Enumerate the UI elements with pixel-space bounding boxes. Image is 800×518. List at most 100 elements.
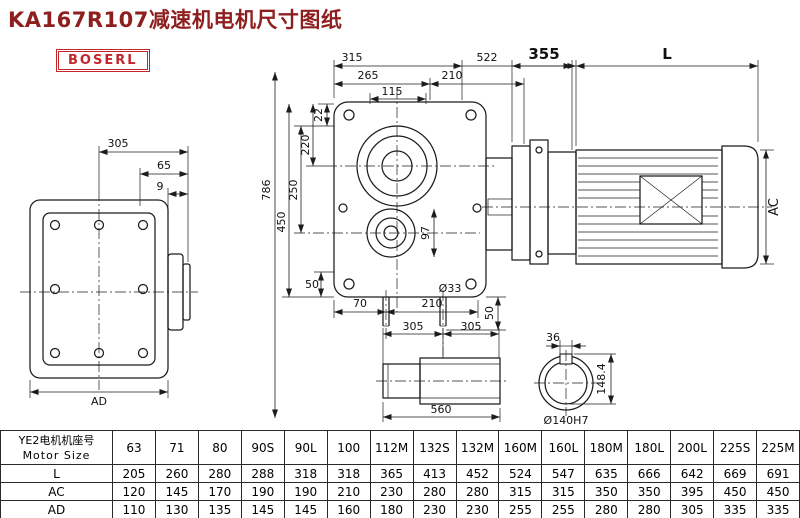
dimension-value-cell: 452 (455, 464, 500, 483)
dimension-value-cell: 255 (498, 500, 543, 518)
dim-motor-length-L: L (662, 45, 672, 63)
dimension-value-cell: 190 (240, 482, 285, 501)
dim-9: 9 (157, 180, 164, 193)
dimension-value-cell: 666 (627, 464, 672, 483)
dim-148-4: 148.4 (595, 363, 608, 395)
dimension-value-cell: 190 (283, 482, 328, 501)
dimension-value-cell: 395 (670, 482, 715, 501)
dim-bore-140H7: Ø140H7 (544, 414, 589, 427)
dimension-value-cell: 230 (369, 482, 414, 501)
dimension-row-label: AD (0, 500, 113, 518)
frame-size-column-header: 132M (455, 430, 500, 465)
frame-size-column-header: 90L (283, 430, 328, 465)
dim-motor-diameter-AC: AC (767, 198, 782, 216)
dim-250: 250 (287, 180, 300, 201)
motor-size-header-en: Motor Size (22, 448, 91, 462)
dim-210-top: 210 (442, 69, 463, 82)
dimension-value-cell: 280 (412, 482, 457, 501)
dim-shaft-diameter-33: Ø33 (439, 282, 462, 295)
dimension-value-cell: 160 (326, 500, 371, 518)
dimension-value-cell: 145 (240, 500, 285, 518)
dim-210-bottom: 210 (422, 297, 443, 310)
dimension-value-cell: 145 (283, 500, 328, 518)
dimension-value-cell: 255 (541, 500, 586, 518)
dim-560: 560 (431, 403, 452, 416)
dimension-value-cell: 318 (326, 464, 371, 483)
dimension-value-cell: 170 (197, 482, 242, 501)
frame-size-column-header: 80 (197, 430, 242, 465)
flange-end-view: 36 148.4 Ø140H7 (534, 331, 616, 427)
dim-355: 355 (528, 45, 559, 63)
frame-size-column-header: 225S (713, 430, 758, 465)
dimension-value-cell: 230 (455, 500, 500, 518)
dimension-value-cell: 365 (369, 464, 414, 483)
dimension-value-cell: 642 (670, 464, 715, 483)
frame-size-column-header: 90S (240, 430, 285, 465)
dimension-value-cell: 288 (240, 464, 285, 483)
dim-220: 220 (299, 135, 312, 156)
dimension-value-cell: 413 (412, 464, 457, 483)
dimension-value-cell: 230 (412, 500, 457, 518)
dimension-value-cell: 350 (627, 482, 672, 501)
dim-265: 265 (358, 69, 379, 82)
dimension-value-cell: 547 (541, 464, 586, 483)
dimension-value-cell: 450 (713, 482, 758, 501)
boserl-logo: BOSERL (56, 49, 150, 72)
frame-size-column-header: 112M (369, 430, 414, 465)
frame-size-column-header: 200L (670, 430, 715, 465)
dimension-value-cell: 120 (112, 482, 156, 501)
dim-315: 315 (342, 51, 363, 64)
dim-22: 22 (312, 108, 325, 122)
frame-size-column-header: 160M (498, 430, 543, 465)
dim-450: 450 (275, 212, 288, 233)
dim-97: 97 (419, 226, 432, 240)
dimension-value-cell: 280 (197, 464, 242, 483)
output-shaft-view: 305 305 560 (376, 320, 506, 422)
dimension-value-cell: 350 (584, 482, 629, 501)
frame-size-column-header: 132S (412, 430, 457, 465)
dim-65: 65 (157, 159, 171, 172)
dim-50-left: 50 (305, 278, 319, 291)
dim-786: 786 (260, 180, 273, 201)
dim-305-shaft-b: 305 (461, 320, 482, 333)
dim-305-shaft-a: 305 (403, 320, 424, 333)
dimension-value-cell: 180 (369, 500, 414, 518)
dim-305-left-view: 305 (108, 137, 129, 150)
dim-115: 115 (382, 85, 403, 98)
dimension-value-cell: 691 (756, 464, 800, 483)
dimension-value-cell: 130 (154, 500, 199, 518)
dimension-row-label: AC (0, 482, 113, 501)
dimension-value-cell: 280 (455, 482, 500, 501)
dimension-value-cell: 280 (584, 500, 629, 518)
page-title: KA167R107减速机电机尺寸图纸 (8, 8, 343, 32)
dimension-value-cell: 205 (112, 464, 156, 483)
frame-size-column-header: 100 (326, 430, 371, 465)
motor-side-view: 355 L AC (482, 45, 782, 269)
dimension-value-cell: 315 (541, 482, 586, 501)
technical-drawing: 305 65 9 AD (20, 45, 782, 427)
dimension-row-label: L (0, 464, 113, 483)
dim-50-right: 50 (483, 306, 496, 320)
frame-size-column-header: 180M (584, 430, 629, 465)
frame-size-column-header: 180L (627, 430, 672, 465)
dimension-value-cell: 335 (756, 500, 800, 518)
frame-size-column-header: 71 (154, 430, 199, 465)
dim-522: 522 (477, 51, 498, 64)
dimension-value-cell: 450 (756, 482, 800, 501)
dimension-value-cell: 669 (713, 464, 758, 483)
dimension-value-cell: 110 (112, 500, 156, 518)
dim-AD: AD (91, 395, 107, 408)
frame-size-column-header: 225M (756, 430, 800, 465)
dimension-value-cell: 524 (498, 464, 543, 483)
dimension-value-cell: 635 (584, 464, 629, 483)
dim-keyway-36: 36 (546, 331, 560, 344)
front-view: 315 522 265 210 115 22 220 250 450 786 9… (260, 51, 573, 418)
dimension-value-cell: 135 (197, 500, 242, 518)
frame-size-column-header: 160L (541, 430, 586, 465)
